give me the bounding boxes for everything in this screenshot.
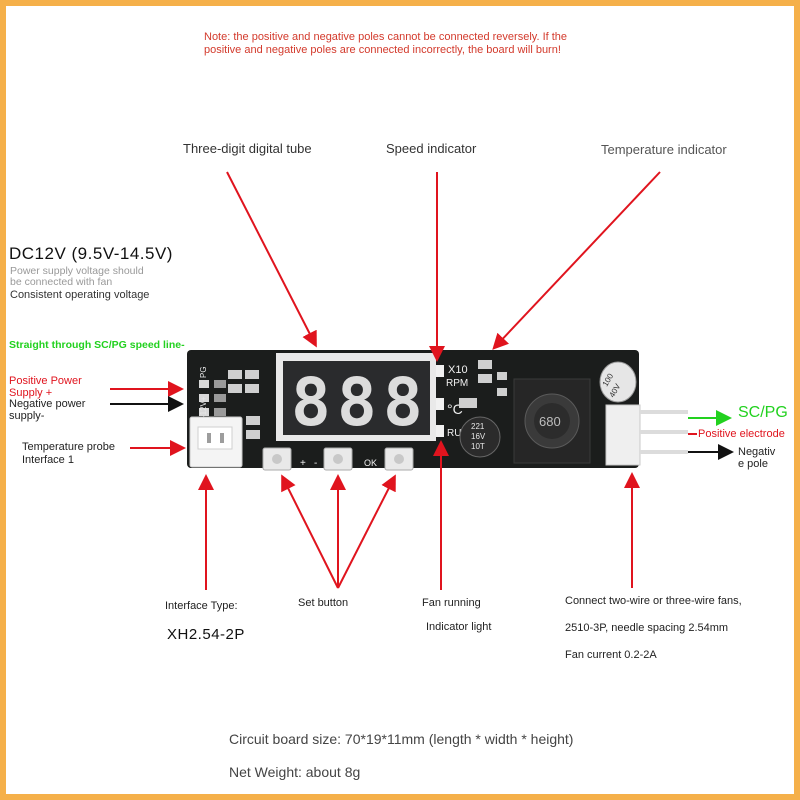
label-fan-running-1: Fan running: [422, 597, 481, 609]
label-straight-through: Straight through SC/PG speed line-: [9, 339, 185, 351]
label-negative-power-1: Negative power: [9, 398, 86, 410]
pcb-ok-label: OK: [364, 458, 377, 468]
label-negative-pole-1: Negativ: [738, 446, 776, 458]
label-positive-power-1: Positive Power: [9, 375, 82, 387]
digit-2: 8: [337, 364, 377, 441]
label-temp-probe-2: Interface 1: [22, 454, 74, 466]
pcb-minus-label: -: [314, 458, 317, 469]
pcb-run: RUN: [447, 428, 469, 439]
pcb-plus-label: +: [300, 458, 306, 469]
voltage-subtitle-3: Consistent operating voltage: [10, 289, 150, 301]
pcb-pg-label: PG: [199, 366, 208, 378]
label-interface-type: Interface Type:: [165, 600, 238, 612]
arrow-set-button-1: [281, 474, 339, 589]
voltage-subtitle-2: be connected with fan: [10, 276, 113, 288]
voltage-title: DC12V (9.5V-14.5V): [9, 244, 173, 263]
label-set-button: Set button: [298, 597, 349, 609]
label-negative-pole-2: e pole: [738, 458, 768, 470]
digital-tube-face: [283, 361, 430, 435]
temperature-led: [436, 398, 444, 410]
label-sc-pg: SC/PG: [738, 404, 788, 421]
label-temperature-indicator: Temperature indicator: [601, 142, 727, 157]
small-capacitor: [459, 416, 501, 458]
cap-small-text-2: 16V: [471, 432, 486, 441]
run-led: [436, 425, 444, 437]
label-connect-3: Fan current 0.2-2A: [565, 649, 657, 661]
arrow-set-button-3: [337, 474, 396, 589]
label-fan-running-2: Indicator light: [426, 621, 492, 633]
label-board-size: Circuit board size: 70*19*11mm (length *…: [229, 731, 574, 747]
label-temp-probe-1: Temperature probe: [22, 441, 115, 453]
label-speed-indicator: Speed indicator: [386, 141, 477, 156]
inductor-label: 680: [539, 414, 561, 429]
arrow-digital-tube: [226, 171, 317, 348]
callout-arrows: [110, 171, 734, 590]
cap-small-text-1: 221: [471, 422, 485, 431]
pcb-rpm: RPM: [446, 378, 468, 389]
label-net-weight: Net Weight: about 8g: [229, 764, 361, 780]
warning-note-line-1: Note: the positive and negative poles ca…: [204, 31, 568, 43]
label-positive-power-2: Supply +: [9, 387, 53, 399]
pcb-voltage-label: -12V+: [199, 396, 208, 418]
voltage-subtitle-1: Power supply voltage should: [10, 265, 144, 277]
digit-1: 8: [291, 364, 331, 441]
label-interface-value: XH2.54-2P: [167, 626, 245, 643]
fan-connector: [605, 404, 641, 466]
cap-small-text-3: 10T: [471, 442, 485, 451]
pcb-celsius: °C: [447, 401, 463, 417]
label-negative-power-2: supply-: [9, 410, 45, 422]
speed-led: [436, 365, 444, 377]
big-capacitor: [599, 361, 637, 403]
label-positive-electrode: Positive electrode: [698, 428, 785, 440]
warning-note-line-2: positive and negative poles are connecte…: [204, 44, 561, 56]
label-digital-tube: Three-digit digital tube: [183, 141, 312, 156]
label-connect-1: Connect two-wire or three-wire fans,: [565, 595, 742, 607]
pcb-x10: X10: [448, 364, 468, 376]
arrow-temperature-indicator: [492, 171, 661, 350]
label-connect-2: 2510-3P, needle spacing 2.54mm: [565, 622, 729, 634]
digit-3: 8: [383, 364, 423, 441]
